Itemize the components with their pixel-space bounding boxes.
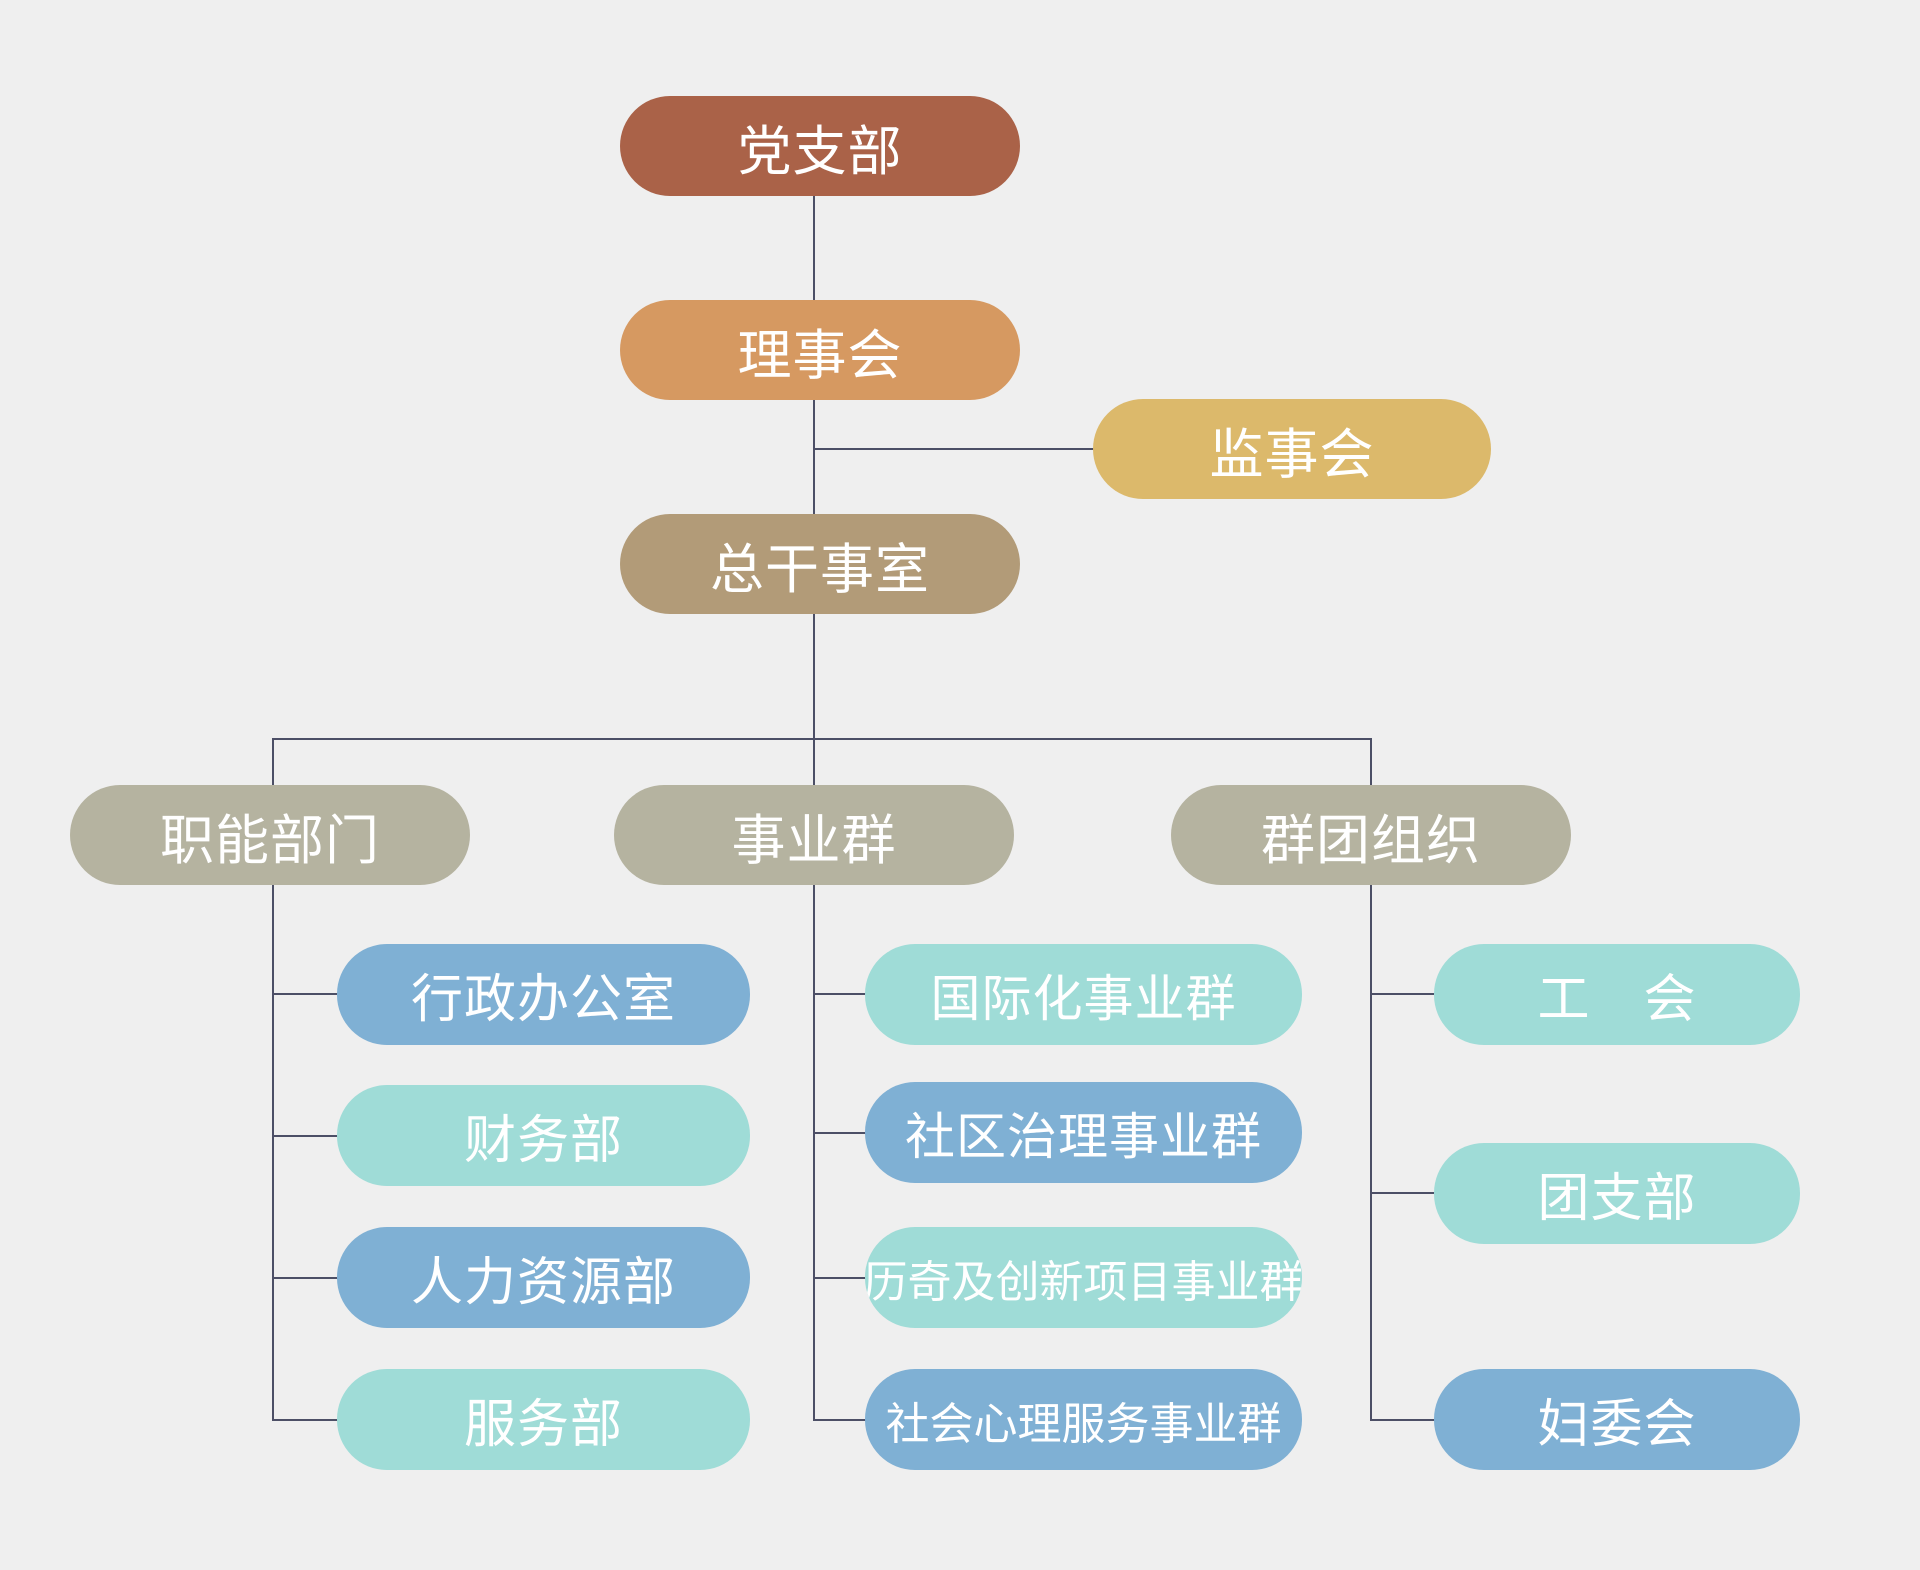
node-adventure-innovation-group: 历奇及创新项目事业群 [865, 1227, 1302, 1328]
connector-bus-business [813, 738, 815, 785]
connector-top-bus [272, 738, 1372, 740]
node-label: 职能部门 [160, 808, 380, 872]
connector-board-secretariat [813, 400, 815, 514]
node-mass-organizations: 群团组织 [1171, 785, 1571, 885]
node-human-resources: 人力资源部 [337, 1227, 750, 1328]
node-label: 国际化事业群 [930, 969, 1237, 1028]
node-label: 财务部 [463, 1111, 623, 1171]
node-label: 团支部 [1537, 1169, 1697, 1229]
node-youth-league-branch: 团支部 [1434, 1143, 1800, 1244]
node-womens-committee: 妇委会 [1434, 1369, 1800, 1470]
node-board: 理事会 [620, 300, 1020, 400]
connector-bus-mass [1370, 738, 1372, 785]
node-label: 社会心理服务事业群 [885, 1398, 1282, 1450]
node-business-groups: 事业群 [614, 785, 1014, 885]
node-functional-departments: 职能部门 [70, 785, 470, 885]
node-label: 行政办公室 [410, 970, 676, 1030]
node-finance: 财务部 [337, 1085, 750, 1186]
node-party-branch: 党支部 [620, 96, 1020, 196]
connector-party-board [813, 196, 815, 300]
node-label: 历奇及创新项目事业群 [865, 1256, 1302, 1308]
node-label: 监事会 [1209, 422, 1375, 486]
node-label: 总干事室 [710, 537, 930, 601]
node-community-governance-group: 社区治理事业群 [865, 1082, 1302, 1183]
connector-youth [1370, 1192, 1435, 1194]
connector-business-trunk [813, 885, 815, 1420]
node-admin-office: 行政办公室 [337, 944, 750, 1045]
connector-community [813, 1132, 866, 1134]
connector-union [1370, 993, 1435, 995]
connector-supervisory [813, 448, 1095, 450]
node-label: 理事会 [737, 323, 903, 387]
node-internationalization-group: 国际化事业群 [865, 944, 1302, 1045]
connector-functional-trunk [272, 885, 274, 1420]
node-label: 事业群 [731, 808, 897, 872]
node-label: 服务部 [463, 1395, 623, 1455]
connector-hr [272, 1277, 338, 1279]
node-service: 服务部 [337, 1369, 750, 1470]
connector-secretariat-bus [813, 614, 815, 739]
connector-psych [813, 1419, 866, 1421]
node-label: 群团组织 [1261, 808, 1481, 872]
connector-admin [272, 993, 338, 995]
node-label: 社区治理事业群 [905, 1107, 1262, 1166]
connector-women [1370, 1419, 1435, 1421]
node-label: 党支部 [737, 119, 903, 183]
connector-intl [813, 993, 866, 995]
node-label: 工 会 [1537, 970, 1697, 1030]
connector-bus-functional [272, 738, 274, 785]
node-social-psychology-group: 社会心理服务事业群 [865, 1369, 1302, 1470]
connector-mass-trunk [1370, 885, 1372, 1420]
connector-innovation [813, 1277, 866, 1279]
connector-finance [272, 1135, 338, 1137]
node-label: 人力资源部 [410, 1253, 676, 1313]
connector-service [272, 1419, 338, 1421]
node-supervisory-board: 监事会 [1093, 399, 1491, 499]
node-secretariat: 总干事室 [620, 514, 1020, 614]
node-labor-union: 工 会 [1434, 944, 1800, 1045]
node-label: 妇委会 [1537, 1395, 1697, 1455]
